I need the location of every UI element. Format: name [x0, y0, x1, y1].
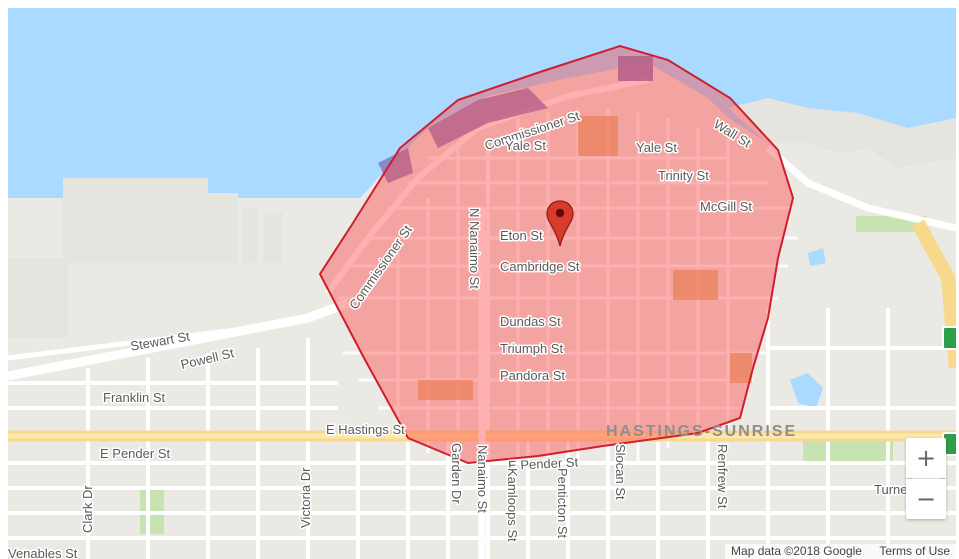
neighborhood-label: HASTINGS-SUNRISE: [606, 423, 797, 440]
street-label-e-pender: E Pender St: [100, 446, 170, 461]
pond-2: [808, 248, 826, 266]
street-label-e-pender-2: E Pender St: [508, 454, 579, 473]
port-pier-4: [263, 213, 283, 263]
street-label-clark: Clark Dr: [80, 485, 95, 533]
street-label-slocan: Slocan St: [613, 444, 628, 500]
park-3: [803, 440, 893, 462]
street-label-trinity: Trinity St: [658, 168, 709, 183]
service-area-polygon[interactable]: [318, 44, 795, 465]
industrial-block-4: [730, 353, 752, 383]
map-layer: Commissioner St Commissioner St Yale St …: [8, 8, 956, 559]
street-label-mcgill: McGill St: [700, 199, 752, 214]
attribution-data: Map data ©2018 Google: [731, 544, 862, 558]
map-attribution: Map data ©2018 Google Terms of Use: [725, 544, 956, 559]
street-label-penticton: Penticton St: [555, 468, 570, 538]
stewart-street-road: [8, 323, 269, 361]
port-pier-1: [63, 178, 208, 263]
industrial-block-3: [418, 380, 473, 400]
street-label-venables: Venables St: [8, 546, 78, 559]
waterfront-purple-3: [378, 148, 413, 183]
mcgill-street-road: [765, 145, 956, 232]
street-label-n-nanaimo: N Nanaimo St: [467, 208, 482, 289]
industrial-block-2: [673, 270, 718, 300]
port-pier-3: [243, 208, 258, 263]
commissioner-street-road: [325, 77, 649, 295]
zoom-in-button[interactable]: +: [906, 438, 946, 478]
north-shore-land: [728, 98, 956, 168]
street-label-cambridge: Cambridge St: [500, 259, 580, 274]
terms-of-use-link[interactable]: Terms of Use: [879, 544, 950, 558]
zoom-separator: [912, 478, 940, 479]
port-pier-2: [208, 193, 238, 263]
street-grid-west: [8, 138, 956, 559]
street-label-franklin: Franklin St: [103, 390, 166, 405]
port-pier-5: [8, 258, 68, 338]
street-label-yale-west: Yale St: [505, 138, 546, 153]
street-label-kamloops: Kamloops St: [505, 468, 520, 542]
street-label-renfrew: Renfrew St: [715, 444, 730, 509]
street-label-pandora: Pandora St: [500, 368, 565, 383]
map-canvas[interactable]: Commissioner St Commissioner St Yale St …: [8, 8, 956, 559]
street-label-garden: Garden Dr: [449, 443, 464, 504]
street-label-e-hastings: E Hastings St: [326, 422, 405, 437]
street-label-triumph: Triumph St: [500, 341, 563, 356]
powell-street-road: [8, 298, 350, 381]
street-label-eton: Eton St: [500, 228, 543, 243]
waterfront-purple-2: [428, 88, 548, 148]
route-badge-icon: [942, 326, 956, 350]
street-label-victoria: Victoria Dr: [298, 467, 313, 528]
industrial-block-1: [578, 116, 618, 156]
street-label-dundas: Dundas St: [500, 314, 561, 329]
waterfront-purple-1: [618, 56, 653, 81]
street-label-yale-east: Yale St: [636, 140, 677, 155]
street-grid-inner: [338, 108, 798, 463]
zoom-out-button[interactable]: −: [906, 479, 946, 519]
map-pin-icon[interactable]: [546, 200, 574, 247]
pond: [790, 373, 823, 408]
street-label-nanaimo: Nanaimo St: [475, 445, 490, 513]
